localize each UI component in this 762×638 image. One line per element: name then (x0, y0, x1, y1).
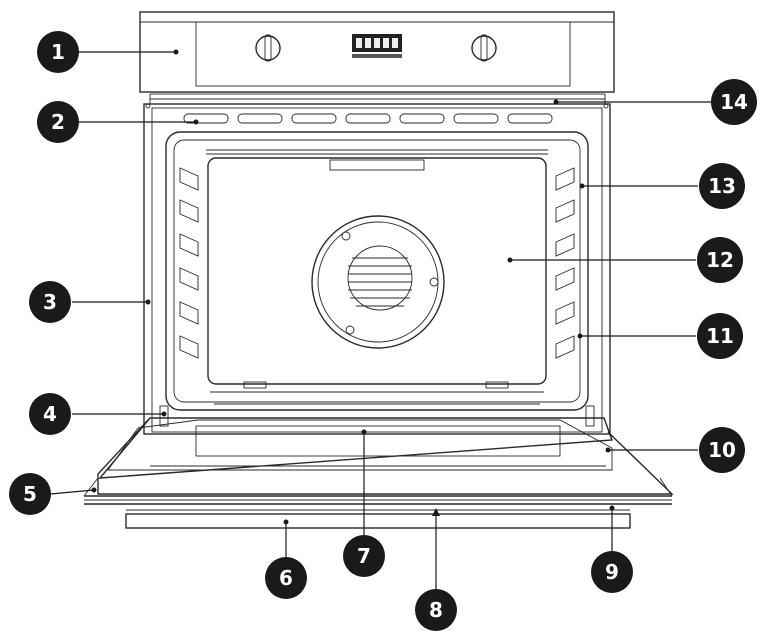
callout-5-label: 5 (23, 482, 37, 506)
callout-2: 2 (37, 101, 79, 143)
callout-11-label: 11 (706, 324, 734, 348)
callout-13-label: 13 (708, 174, 736, 198)
left-control-knob (255, 34, 281, 62)
digital-display (352, 34, 402, 58)
callout-8-label: 8 (429, 598, 443, 622)
callout-14-label: 14 (720, 90, 748, 114)
right-control-knob (471, 34, 497, 62)
leader-lines (49, 49, 712, 594)
callout-6-label: 6 (279, 566, 293, 590)
control-panel (139, 11, 615, 93)
callout-6: 6 (265, 557, 307, 599)
callout-10-label: 10 (708, 438, 736, 462)
bottom-trim (125, 509, 631, 529)
callout-5: 5 (9, 473, 51, 515)
callout-3-label: 3 (43, 290, 57, 314)
callout-12: 12 (697, 237, 743, 283)
right-shelf-supports (555, 167, 575, 359)
callout-14: 14 (711, 79, 757, 125)
left-shelf-supports (179, 167, 199, 359)
callout-11: 11 (697, 313, 743, 359)
callout-9-label: 9 (605, 560, 619, 584)
right-door-hinge (585, 405, 595, 427)
oven-door (83, 417, 674, 505)
fan-cover (311, 215, 445, 349)
callout-8: 8 (415, 589, 457, 631)
callout-1: 1 (37, 31, 79, 73)
vent-slots (183, 113, 553, 124)
callout-2-label: 2 (51, 110, 65, 134)
callout-7: 7 (343, 535, 385, 577)
callout-13: 13 (699, 163, 745, 209)
oven-cavity (165, 131, 589, 411)
callout-7-label: 7 (357, 544, 371, 568)
callout-4-label: 4 (43, 402, 57, 426)
left-door-hinge (159, 405, 169, 427)
callout-4: 4 (29, 393, 71, 435)
callout-10: 10 (699, 427, 745, 473)
callout-9: 9 (591, 551, 633, 593)
callout-3: 3 (29, 281, 71, 323)
cooling-vent-strip (149, 93, 606, 105)
callout-12-label: 12 (706, 248, 734, 272)
callout-1-label: 1 (51, 40, 65, 64)
oven-frame (143, 103, 611, 435)
